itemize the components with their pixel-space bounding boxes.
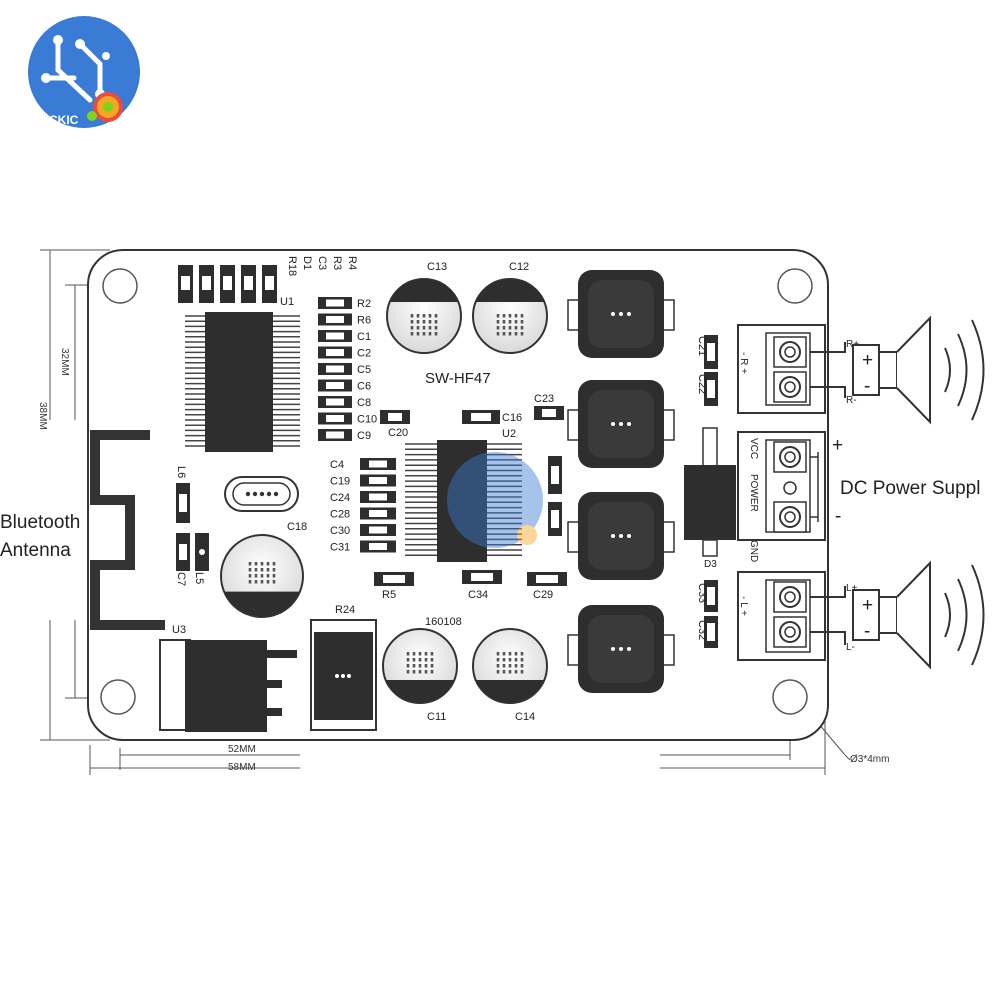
bluetooth-antenna-trace bbox=[90, 430, 165, 630]
right-speaker-plus-pin: R+ bbox=[846, 339, 859, 350]
dim-height-outer: 38MM bbox=[37, 402, 48, 430]
label-c23: C23 bbox=[534, 393, 554, 405]
label-r-pins: - R + bbox=[738, 352, 749, 374]
speaker-plus-sign: + bbox=[862, 595, 873, 616]
label-c33: C33 bbox=[696, 583, 708, 603]
smd-column-left bbox=[318, 297, 352, 441]
dc-plus-sign: + bbox=[832, 435, 843, 456]
label-c24: C24 bbox=[330, 492, 350, 504]
left-speaker-minus-pin: L- bbox=[846, 642, 855, 653]
label-d1: D1 bbox=[301, 256, 313, 270]
label-c19: C19 bbox=[330, 476, 350, 488]
label-u3: U3 bbox=[172, 624, 186, 636]
label-vcc: VCC bbox=[748, 438, 759, 459]
label-gnd: GND bbox=[748, 540, 759, 562]
dim-width-outer: 58MM bbox=[228, 762, 256, 773]
dim-hole: Ø3*4mm bbox=[850, 754, 889, 765]
label-c9: C9 bbox=[357, 430, 371, 442]
label-c14: C14 bbox=[515, 711, 535, 723]
label-c1: C1 bbox=[357, 331, 371, 343]
capacitor-c14 bbox=[472, 628, 548, 704]
power-inductors bbox=[567, 270, 675, 693]
label-r3: R3 bbox=[331, 256, 343, 270]
label-c12: C12 bbox=[509, 261, 529, 273]
dc-minus-sign: - bbox=[835, 506, 841, 527]
label-power: POWER bbox=[748, 474, 759, 512]
logo-circle bbox=[28, 16, 140, 128]
label-c4: C4 bbox=[330, 459, 344, 471]
label-c2: C2 bbox=[357, 348, 371, 360]
speaker-icon-1 bbox=[810, 315, 985, 425]
label-c13: C13 bbox=[427, 261, 447, 273]
label-l-pins: - L + bbox=[738, 596, 749, 616]
label-c22: C22 bbox=[696, 374, 708, 394]
capacitor-c12 bbox=[472, 278, 548, 354]
label-u2: U2 bbox=[502, 428, 516, 440]
label-c6: C6 bbox=[357, 381, 371, 393]
speaker-icon-2 bbox=[810, 560, 985, 670]
watermark-logo bbox=[447, 452, 543, 548]
mounting-holes bbox=[100, 268, 813, 715]
label-l5: L5 bbox=[193, 572, 205, 584]
label-c10: C10 bbox=[357, 414, 377, 426]
label-r5: R5 bbox=[382, 589, 396, 601]
label-c30: C30 bbox=[330, 525, 350, 537]
label-c32: C32 bbox=[696, 620, 708, 640]
label-r24: R24 bbox=[335, 604, 355, 616]
speakers: + - + - bbox=[810, 315, 985, 670]
crystal-oscillator bbox=[224, 476, 299, 512]
label-c8: C8 bbox=[357, 397, 371, 409]
label-c18: C18 bbox=[287, 521, 307, 533]
speaker-minus-sign: - bbox=[864, 376, 870, 397]
regulator-u3 bbox=[159, 639, 297, 732]
label-r18: R18 bbox=[286, 256, 298, 276]
label-c28: C28 bbox=[330, 509, 350, 521]
speaker-minus-sign: - bbox=[864, 621, 870, 642]
right-speaker-minus-pin: R- bbox=[846, 395, 857, 406]
label-c29: C29 bbox=[533, 589, 553, 601]
inductor-3 bbox=[567, 492, 675, 580]
label-c20: C20 bbox=[388, 427, 408, 439]
capacitor-c13 bbox=[386, 278, 462, 354]
power-diode bbox=[684, 427, 736, 557]
label-c16: C16 bbox=[502, 412, 522, 424]
capacitor-c11 bbox=[382, 628, 458, 704]
chip-code-label: 160108 bbox=[425, 616, 462, 628]
label-c3: C3 bbox=[316, 256, 328, 270]
terminal-blocks bbox=[737, 324, 826, 661]
label-l6: L6 bbox=[175, 466, 187, 478]
label-c7: C7 bbox=[175, 572, 187, 586]
label-u1: U1 bbox=[280, 296, 294, 308]
label-c11: C11 bbox=[427, 711, 446, 723]
label-c31: C31 bbox=[330, 542, 350, 554]
board-model-label: SW-HF47 bbox=[425, 370, 491, 387]
dc-power-label: DC Power Suppl bbox=[840, 478, 980, 499]
chip-u1 bbox=[185, 312, 300, 452]
label-c34: C34 bbox=[468, 589, 488, 601]
dc-power-wires bbox=[810, 452, 819, 522]
label-c21: C21 bbox=[696, 336, 708, 356]
dim-width-inner: 52MM bbox=[228, 744, 256, 755]
speaker-plus-sign: + bbox=[862, 350, 873, 371]
chip-u2 bbox=[405, 440, 522, 562]
inductor-2 bbox=[567, 380, 675, 468]
inductor-1 bbox=[567, 270, 675, 358]
logo-brand-text: OCCKIC bbox=[31, 113, 79, 127]
antenna-label: Antenna bbox=[0, 540, 71, 561]
brand-logo: OCCKIC bbox=[28, 16, 140, 128]
label-r4: R4 bbox=[346, 256, 358, 270]
label-d3: D3 bbox=[704, 559, 717, 570]
capacitor-c18 bbox=[220, 534, 304, 618]
inductor-4 bbox=[567, 605, 675, 693]
left-speaker-plus-pin: L+ bbox=[846, 583, 858, 594]
label-c5: C5 bbox=[357, 364, 371, 376]
dim-height-inner: 32MM bbox=[59, 348, 70, 376]
bluetooth-label: Bluetooth bbox=[0, 512, 80, 533]
resistor-r24 bbox=[310, 619, 377, 731]
label-r6: R6 bbox=[357, 315, 371, 327]
label-r2: R2 bbox=[357, 298, 371, 310]
